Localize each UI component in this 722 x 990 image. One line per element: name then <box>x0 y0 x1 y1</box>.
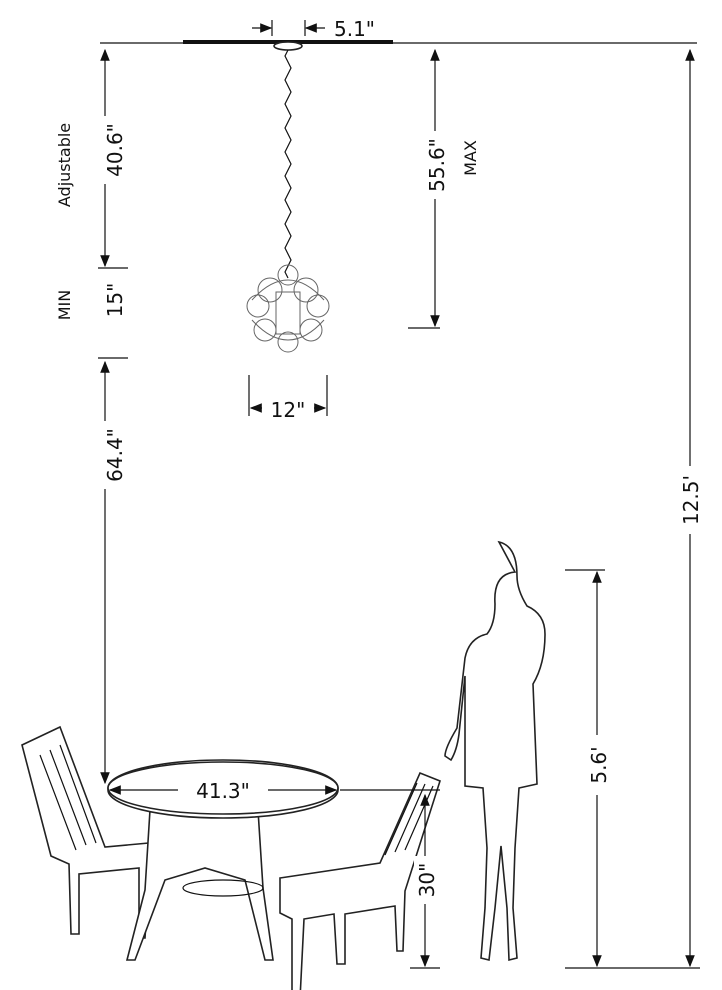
person-height-label: 5.6' <box>587 746 611 783</box>
table-and-chairs: 41.3" <box>21 725 441 990</box>
max-dimension: 55.6" MAX <box>408 48 480 329</box>
table-diameter-label: 41.3" <box>196 779 250 803</box>
table-height-label: 30" <box>415 863 439 898</box>
fixture-width-label: 12" <box>271 398 306 422</box>
canopy-width-label: 5.1" <box>334 17 375 41</box>
canopy-dimension: 5.1" <box>252 17 375 41</box>
max-label: MAX <box>461 140 480 176</box>
fixture-width-dimension: 12" <box>248 375 328 422</box>
ceiling-height-dimension: 12.5' <box>565 48 704 969</box>
ceiling <box>100 40 697 44</box>
min-label: MIN <box>55 290 74 321</box>
ceiling-height-label: 12.5' <box>679 475 703 525</box>
chandelier <box>246 41 330 353</box>
min-height-label: 15" <box>103 283 127 318</box>
table-height-dimension: 30" <box>340 789 440 969</box>
adjustable-length-label: 40.6" <box>103 123 127 177</box>
clearance-label: 64.4" <box>103 428 127 482</box>
left-dimensions: 40.6" Adjustable 15" MIN 64.4" <box>55 48 128 785</box>
adjustable-label: Adjustable <box>55 123 74 207</box>
max-height-label: 55.6" <box>425 138 449 192</box>
person-silhouette: 5.6' <box>444 540 612 968</box>
